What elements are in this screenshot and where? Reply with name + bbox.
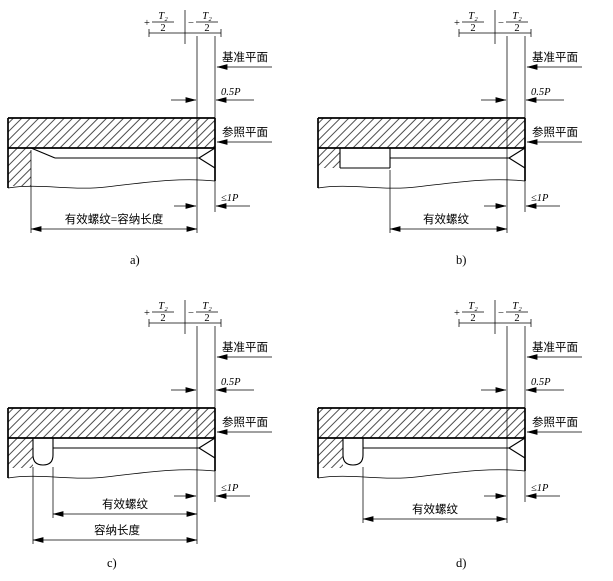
tolerance-block: + T₂ 2 − T₂ 2	[144, 10, 222, 44]
tolerance-minus-sign: −	[188, 308, 194, 319]
reference-plane-callout: 参照平面	[216, 415, 272, 435]
part-outline	[317, 117, 526, 188]
half-pitch-label: 0.5P	[221, 87, 241, 98]
datum-plane-callout: 基准平面	[526, 341, 582, 360]
tolerance-plus-sign: +	[454, 308, 460, 319]
tolerance-plus-denominator: 2	[470, 23, 475, 34]
thread-profile	[32, 437, 216, 466]
reference-plane-label: 参照平面	[222, 415, 268, 429]
reference-plane-label: 参照平面	[222, 125, 268, 139]
tolerance-minus-denominator: 2	[204, 313, 209, 324]
part-outline	[7, 117, 216, 188]
datum-plane-callout: 基准平面	[216, 341, 272, 360]
tolerance-minus-numerator: T₂	[202, 11, 212, 22]
incomplete-thread-dimension: ≤1P	[174, 193, 250, 209]
incomplete-thread-label: ≤1P	[221, 483, 239, 494]
tolerance-minus-sign: −	[188, 18, 194, 29]
accommodation-length-dimension: 容纳长度	[32, 523, 198, 543]
part-outline	[317, 407, 526, 478]
break-line	[317, 179, 526, 189]
datum-plane-label: 基准平面	[532, 341, 578, 354]
reference-plane-callout: 参照平面	[216, 125, 272, 145]
incomplete-thread-label: ≤1P	[531, 483, 549, 494]
incomplete-thread-dimension: ≤1P	[484, 483, 560, 499]
break-line	[317, 469, 526, 479]
datum-plane-callout: 基准平面	[216, 51, 272, 70]
effective-thread-dimension: 有效螺纹	[362, 502, 508, 522]
tolerance-plus-numerator: T₂	[158, 301, 168, 312]
figure-caption: a)	[130, 253, 140, 267]
tolerance-minus-numerator: T₂	[202, 301, 212, 312]
undercut-groove	[342, 438, 364, 466]
incomplete-thread-label: ≤1P	[221, 193, 239, 204]
effective-thread-dimension: 有效螺纹=容纳长度	[30, 212, 198, 232]
reference-plane-label: 参照平面	[532, 415, 578, 429]
thread-profile	[339, 147, 526, 169]
tolerance-plus-denominator: 2	[160, 313, 165, 324]
tolerance-plus-sign: +	[454, 18, 460, 29]
figure-d: + T₂ 2 − T₂ 2 基准平面	[317, 300, 582, 570]
thread-profile	[30, 147, 216, 169]
tolerance-plus-numerator: T₂	[468, 11, 478, 22]
effective-thread-label: 有效螺纹	[423, 212, 469, 226]
datum-plane-callout: 基准平面	[526, 51, 582, 70]
tolerance-block: + T₂ 2 − T₂ 2	[454, 300, 532, 334]
tolerance-minus-sign: −	[498, 18, 504, 29]
figure-caption: b)	[456, 253, 466, 267]
incomplete-thread-dimension: ≤1P	[484, 193, 560, 209]
tolerance-plus-numerator: T₂	[158, 11, 168, 22]
half-pitch-label: 0.5P	[531, 377, 551, 388]
part-outline	[7, 407, 216, 478]
effective-thread-dimension: 有效螺纹	[52, 497, 198, 517]
break-line	[7, 469, 216, 479]
tolerance-minus-numerator: T₂	[512, 301, 522, 312]
thread-profile	[342, 437, 526, 466]
tolerance-plus-numerator: T₂	[468, 301, 478, 312]
half-pitch-dimension: 0.5P	[171, 377, 254, 393]
datum-plane-label: 基准平面	[222, 341, 268, 354]
incomplete-thread-dimension: ≤1P	[174, 483, 250, 499]
tolerance-minus-sign: −	[498, 308, 504, 319]
datum-plane-label: 基准平面	[222, 51, 268, 64]
figure-a: + T₂ 2 − T₂ 2 基准平面	[7, 10, 272, 267]
half-pitch-label: 0.5P	[221, 377, 241, 388]
tolerance-block: + T₂ 2 − T₂ 2	[144, 300, 222, 334]
reference-plane-label: 参照平面	[532, 125, 578, 139]
figure-caption: c)	[107, 556, 117, 570]
figure-caption: d)	[456, 556, 466, 570]
tolerance-plus-denominator: 2	[470, 313, 475, 324]
half-pitch-dimension: 0.5P	[481, 87, 564, 103]
tolerance-block: + T₂ 2 − T₂ 2	[454, 10, 532, 44]
half-pitch-dimension: 0.5P	[171, 87, 254, 103]
effective-thread-dimension: 有效螺纹	[389, 212, 508, 232]
figure-c: + T₂ 2 − T₂ 2 基准平面	[7, 300, 272, 570]
effective-thread-label: 有效螺纹	[412, 502, 458, 516]
tolerance-minus-numerator: T₂	[512, 11, 522, 22]
tolerance-minus-denominator: 2	[204, 23, 209, 34]
tolerance-minus-denominator: 2	[514, 313, 519, 324]
figure-b: + T₂ 2 − T₂ 2 基准平面	[317, 10, 582, 267]
tolerance-plus-sign: +	[144, 18, 150, 29]
accommodation-length-label: 容纳长度	[94, 523, 140, 537]
datum-plane-label: 基准平面	[532, 51, 578, 64]
hatch-area	[318, 118, 525, 168]
tolerance-minus-denominator: 2	[514, 23, 519, 34]
tolerance-plus-sign: +	[144, 308, 150, 319]
tolerance-plus-denominator: 2	[160, 23, 165, 34]
hatch-area	[8, 118, 215, 186]
break-line	[7, 179, 216, 189]
undercut-groove	[32, 438, 54, 466]
incomplete-thread-label: ≤1P	[531, 193, 549, 204]
reference-plane-callout: 参照平面	[526, 415, 582, 435]
reference-plane-callout: 参照平面	[526, 125, 582, 145]
effective-thread-label: 有效螺纹	[102, 497, 148, 511]
half-pitch-label: 0.5P	[531, 87, 551, 98]
half-pitch-dimension: 0.5P	[481, 377, 564, 393]
effective-thread-label: 有效螺纹=容纳长度	[65, 212, 164, 226]
